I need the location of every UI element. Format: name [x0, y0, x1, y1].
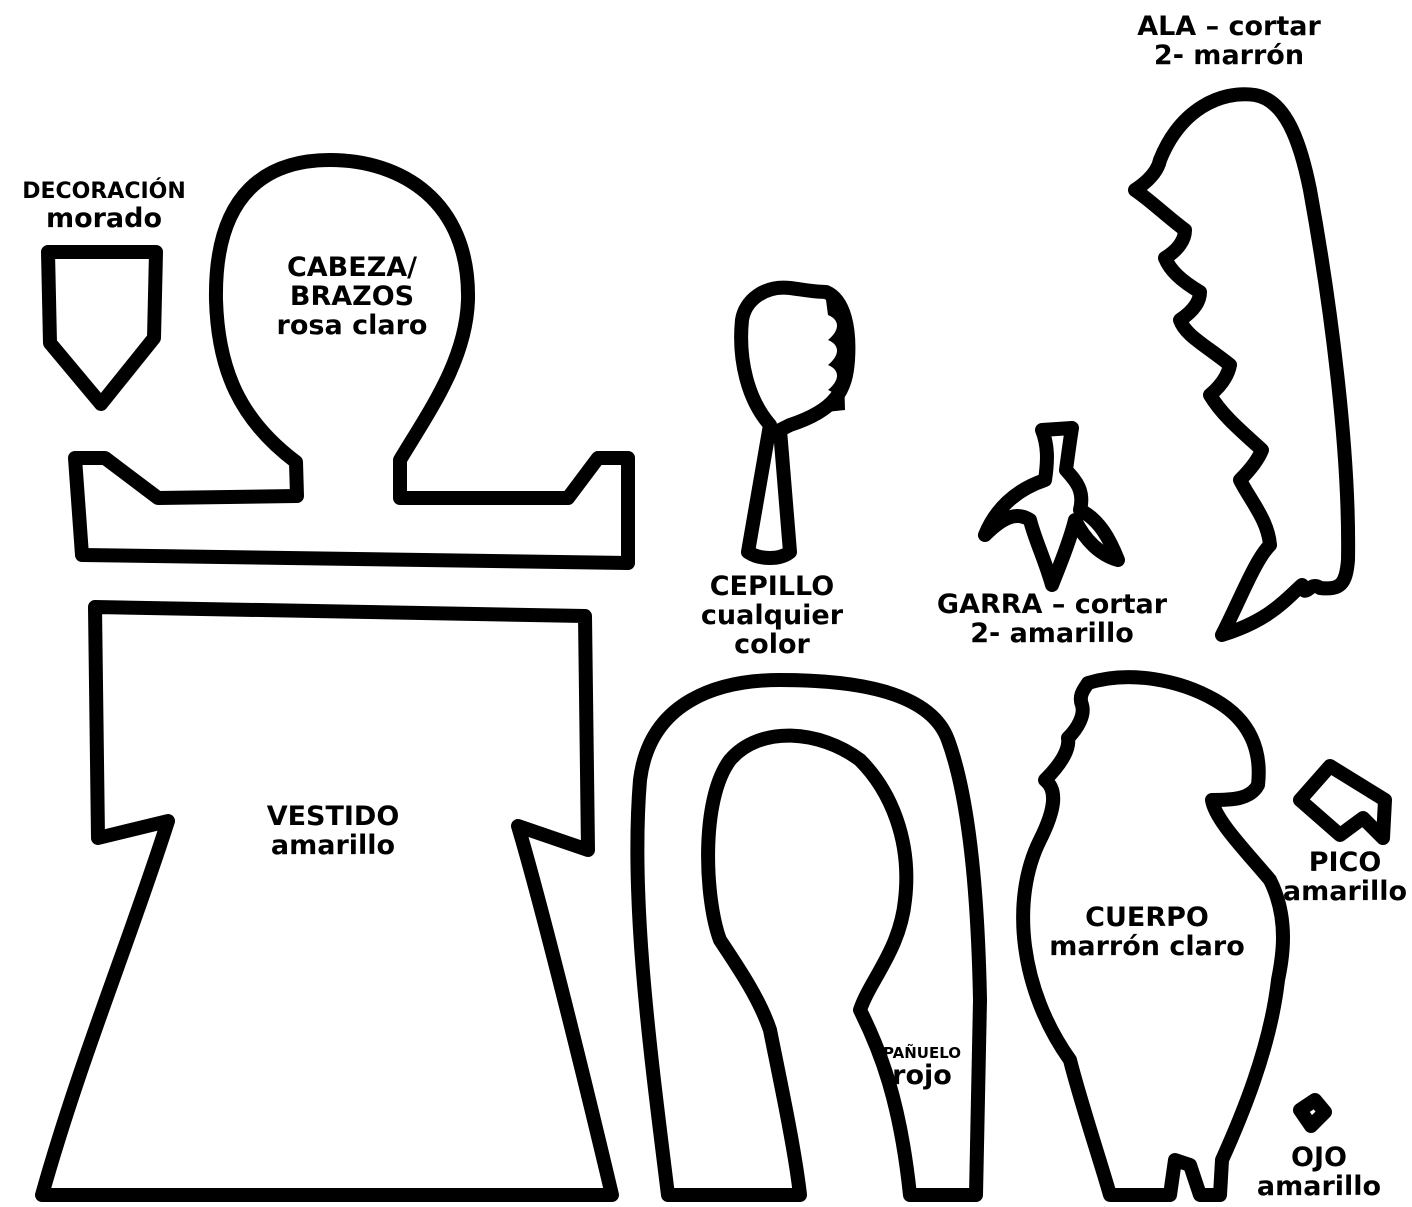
ala-color: 2- marrón — [1137, 41, 1321, 70]
ala-shape — [1135, 94, 1348, 635]
cepillo-shape — [741, 288, 848, 558]
panuelo-color: rojo — [883, 1061, 961, 1090]
cepillo-color-1: cualquier — [701, 601, 843, 630]
cuerpo-color: marrón claro — [1049, 932, 1245, 961]
panuelo-shape — [637, 680, 980, 1195]
ojo-name: OJO — [1257, 1143, 1381, 1172]
ojo-color: amarillo — [1257, 1172, 1381, 1201]
decoracion-color: morado — [22, 204, 186, 233]
panuelo-name: PAÑUELO — [883, 1045, 961, 1061]
vestido-name: VESTIDO — [267, 802, 400, 831]
panuelo-label: PAÑUELO rojo — [883, 1045, 961, 1090]
pico-color: amarillo — [1283, 877, 1407, 906]
ala-name: ALA – cortar — [1137, 12, 1321, 41]
pico-shape — [1300, 766, 1385, 838]
ojo-shape — [1300, 1100, 1325, 1126]
cepillo-name: CEPILLO — [701, 572, 843, 601]
decoracion-label: DECORACIÓN morado — [22, 180, 186, 233]
cabeza-name-1: CABEZA/ — [277, 253, 428, 282]
ala-label: ALA – cortar 2- marrón — [1137, 12, 1321, 70]
cabeza-name-2: BRAZOS — [277, 282, 428, 311]
vestido-label: VESTIDO amarillo — [267, 802, 400, 860]
cabeza-label: CABEZA/ BRAZOS rosa claro — [277, 253, 428, 340]
vestido-shape — [42, 607, 612, 1195]
vestido-color: amarillo — [267, 831, 400, 860]
garra-color: 2- amarillo — [937, 619, 1167, 648]
ojo-label: OJO amarillo — [1257, 1143, 1381, 1201]
pico-label: PICO amarillo — [1283, 848, 1407, 906]
cabeza-color: rosa claro — [277, 311, 428, 340]
cuerpo-name: CUERPO — [1049, 903, 1245, 932]
cepillo-label: CEPILLO cualquier color — [701, 572, 843, 659]
garra-shape — [985, 428, 1118, 585]
decoracion-name: DECORACIÓN — [22, 180, 186, 204]
pico-name: PICO — [1283, 848, 1407, 877]
garra-name: GARRA – cortar — [937, 590, 1167, 619]
garra-label: GARRA – cortar 2- amarillo — [937, 590, 1167, 648]
decoracion-shape — [48, 252, 156, 404]
cuerpo-label: CUERPO marrón claro — [1049, 903, 1245, 961]
cepillo-color-2: color — [701, 630, 843, 659]
